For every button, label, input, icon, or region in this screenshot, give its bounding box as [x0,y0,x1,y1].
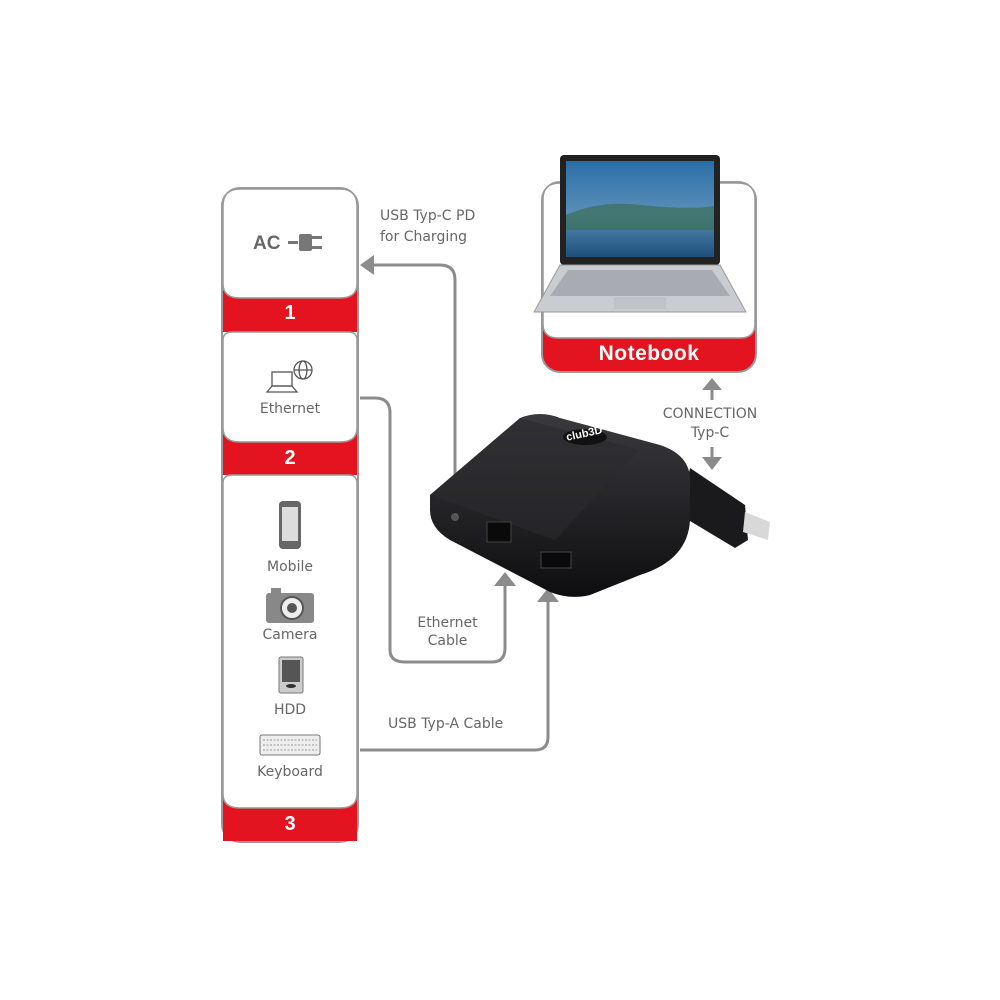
ethernet-port [486,521,512,543]
cable-lines [360,263,714,752]
laptop-icon [533,155,747,313]
ethernet-cable-label-2: Cable [427,633,468,649]
ac-label: AC [253,233,281,254]
segment-number-2: 2 [284,447,296,469]
left-panel [221,187,359,843]
power-plug-icon [288,234,322,251]
charging-label-1: USB Typ-C PD [380,208,476,224]
segment-number-1: 1 [284,302,296,324]
camera-icon [266,588,314,623]
usb-c-hub-device [430,414,770,597]
usb-a-cable-label: USB Typ-A Cable [388,716,504,732]
laptop-globe-icon [265,360,313,393]
usb-a-port [540,551,572,569]
segment-number-3: 3 [284,813,296,835]
band-1 [223,290,357,332]
dc-port [451,513,459,521]
keyboard-icon [259,734,321,756]
smartphone-icon [279,501,301,549]
notebook-label: Notebook [598,342,700,365]
ethernet-cable-label-1: Ethernet [417,615,478,631]
connection-label-2: Typ-C [690,425,730,441]
connection-label-1: CONNECTION [662,406,758,422]
device-label-keyboard: Keyboard [257,764,323,780]
hdd-icon [278,656,304,694]
arrowheads [360,255,722,602]
device-label-mobile: Mobile [267,559,313,575]
device-label-hdd: HDD [273,702,307,718]
charging-label-2: for Charging [380,229,467,245]
device-label-camera: Camera [262,627,318,643]
ethernet-label: Ethernet [259,401,321,417]
